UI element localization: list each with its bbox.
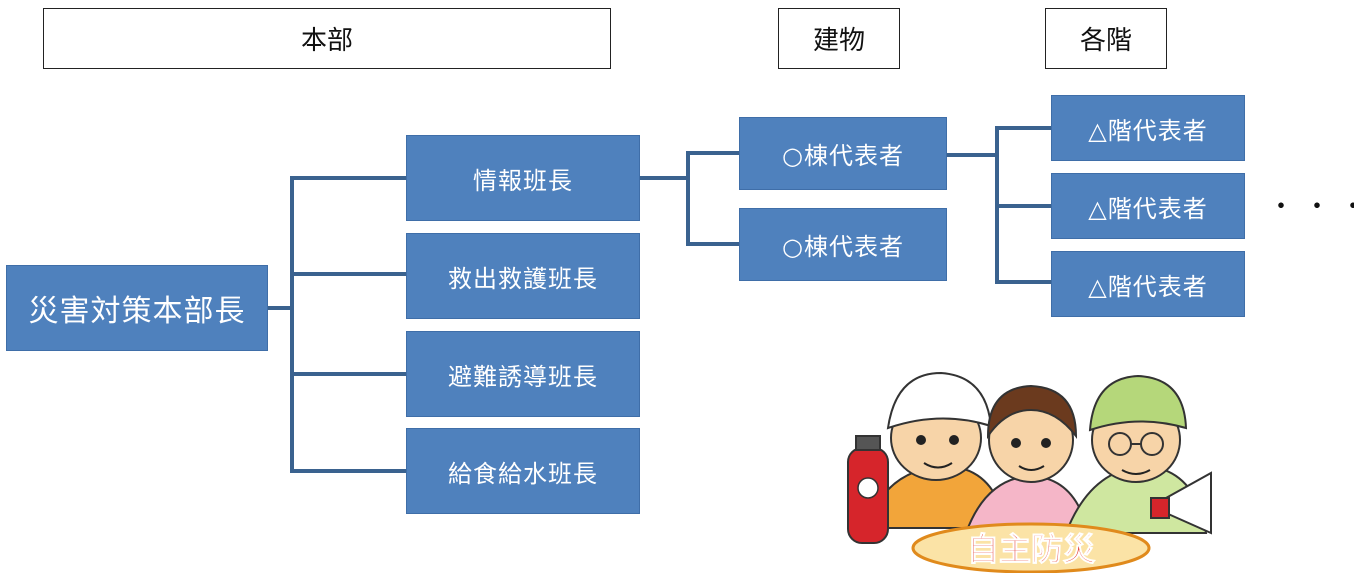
node-floor-1-label: △階代表者 (1088, 116, 1208, 145)
jishu-bousai-banner-text: 自主防災 (967, 530, 1096, 568)
jishu-bousai-banner (911, 522, 1151, 573)
middle-person-hair (986, 384, 1078, 440)
node-floor-1: △階代表者 (1051, 95, 1245, 161)
continuation-dots: ・・・ (1268, 186, 1354, 223)
left-person-helmet (886, 371, 993, 430)
node-building-2-label: ○棟代表者 (782, 233, 904, 261)
node-floor-3-label: △階代表者 (1088, 272, 1208, 301)
node-team-2-label: 救出救護班長 (448, 264, 598, 293)
continuation-dots-label: ・・・ (1268, 192, 1354, 222)
node-team-1-label: 情報班長 (473, 166, 573, 195)
header-honbu: 本部 (43, 8, 611, 69)
header-kakukai: 各階 (1045, 8, 1167, 69)
right-person-cap (1088, 374, 1188, 432)
node-team-3: 避難誘導班長 (406, 331, 640, 417)
volunteer-firefighters-illustration: 自主防災 (847, 371, 1212, 573)
header-honbu-label: 本部 (300, 26, 353, 56)
header-tatemono-label: 建物 (812, 26, 865, 56)
node-root-label: 災害対策本部長 (28, 294, 246, 329)
node-team-4-label: 給食給水班長 (448, 459, 598, 488)
node-building-1: ○棟代表者 (739, 117, 947, 190)
node-team-2: 救出救護班長 (406, 233, 640, 319)
header-tatemono: 建物 (778, 8, 900, 69)
node-building-1-label: ○棟代表者 (782, 142, 904, 170)
node-building-2: ○棟代表者 (739, 208, 947, 281)
node-team-3-label: 避難誘導班長 (448, 362, 598, 391)
node-floor-2-label: △階代表者 (1088, 194, 1208, 223)
node-root: 災害対策本部長 (6, 265, 268, 351)
node-floor-2: △階代表者 (1051, 173, 1245, 239)
header-kakukai-label: 各階 (1079, 26, 1132, 56)
node-team-1: 情報班長 (406, 135, 640, 221)
node-floor-3: △階代表者 (1051, 251, 1245, 317)
node-team-4: 給食給水班長 (406, 428, 640, 514)
